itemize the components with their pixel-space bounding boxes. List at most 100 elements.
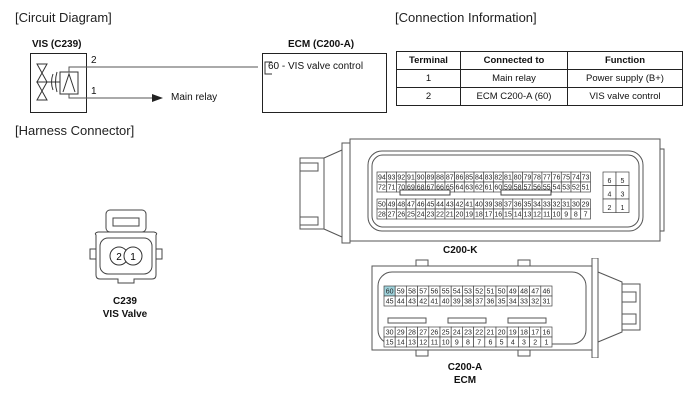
c239-pin-2-label: 2: [116, 252, 122, 263]
pin-label: 35: [523, 202, 531, 209]
pin-label: 1: [621, 205, 625, 212]
pin1-label: 1: [91, 86, 97, 97]
pin-label: 87: [446, 175, 454, 182]
pin-label: 13: [408, 340, 416, 347]
pin-label: 1: [544, 340, 548, 347]
pin-label: 3: [522, 340, 526, 347]
pin-label: 26: [397, 212, 405, 219]
pin-label: 17: [485, 212, 493, 219]
pin-label: 51: [582, 185, 590, 192]
pin-label: 5: [500, 340, 504, 347]
pin-label: 4: [511, 340, 515, 347]
pin-label: 16: [494, 212, 502, 219]
pin-label: 36: [514, 202, 522, 209]
c239-desc: VIS Valve: [102, 309, 148, 320]
pin-label: 59: [397, 289, 405, 296]
c200a-name: C200-A: [447, 362, 483, 373]
pin-label: 44: [436, 202, 444, 209]
ecm-pin-bracket: [264, 61, 272, 75]
pin-label: 66: [436, 185, 444, 192]
cell-connected-to: ECM C200-A (60): [460, 87, 568, 106]
pin-label: 57: [419, 289, 427, 296]
pin-label: 92: [397, 175, 405, 182]
pin-label: 35: [498, 299, 506, 306]
pin-label: 27: [419, 330, 427, 337]
pin-label: 8: [466, 340, 470, 347]
pin-label: 44: [397, 299, 405, 306]
pin-label: 12: [419, 340, 427, 347]
pin-label: 14: [397, 340, 405, 347]
pin-label: 32: [531, 299, 539, 306]
pin-label: 38: [494, 202, 502, 209]
pin-label: 16: [543, 330, 551, 337]
pin-label: 42: [419, 299, 427, 306]
pin-label: 7: [584, 212, 588, 219]
pin-label: 46: [417, 202, 425, 209]
c239-connector: 2 1: [89, 209, 163, 284]
pin-label: 52: [475, 289, 483, 296]
pin-label: 2: [533, 340, 537, 347]
pin-label: 82: [494, 175, 502, 182]
pin-label: 28: [378, 212, 386, 219]
pin-label: 33: [543, 202, 551, 209]
ecm-component-label: ECM (C200-A): [288, 39, 355, 50]
pin-label: 3: [621, 192, 625, 199]
pin-label: 80: [514, 175, 522, 182]
pin-label: 85: [465, 175, 473, 182]
pin-label: 47: [407, 202, 415, 209]
pin-label: 14: [514, 212, 522, 219]
pin-label: 30: [386, 330, 394, 337]
pin-label: 29: [397, 330, 405, 337]
pin-label: 2: [608, 205, 612, 212]
circuit-diagram: [30, 53, 387, 113]
pin-label: 59: [504, 185, 512, 192]
pin-label: 25: [442, 330, 450, 337]
pin-label: 72: [378, 185, 386, 192]
pin-label: 75: [562, 175, 570, 182]
pin-label: 29: [582, 202, 590, 209]
pin-label: 81: [504, 175, 512, 182]
pin-label: 45: [426, 202, 434, 209]
header-connected-to: Connected to: [460, 51, 568, 70]
pin-label: 88: [436, 175, 444, 182]
pin-label: 70: [397, 185, 405, 192]
pin-label: 6: [608, 178, 612, 185]
key-slot: [399, 189, 451, 196]
pin-label: 90: [417, 175, 425, 182]
pin-label: 94: [378, 175, 386, 182]
pin-label: 9: [564, 212, 568, 219]
pin-label: 52: [572, 185, 580, 192]
pin-label: 20: [456, 212, 464, 219]
pin-label: 15: [386, 340, 394, 347]
pin-label: 51: [487, 289, 495, 296]
pin-cell: [615, 198, 630, 213]
c200k-name: C200-K: [443, 245, 478, 256]
pin-label: 47: [531, 289, 539, 296]
pin-label: 50: [498, 289, 506, 296]
pin-label: 22: [475, 330, 483, 337]
pin-label: 37: [475, 299, 483, 306]
pin-label: 89: [426, 175, 434, 182]
pin-label: 58: [408, 289, 416, 296]
pin-label: 57: [523, 185, 531, 192]
pin-label: 37: [504, 202, 512, 209]
pin-label: 79: [523, 175, 531, 182]
arrow-icon: [152, 94, 163, 102]
pin-label: 42: [456, 202, 464, 209]
pin-label: 27: [388, 212, 396, 219]
pin-label: 10: [553, 212, 561, 219]
valve-icon: [36, 63, 60, 101]
pin-label: 93: [388, 175, 396, 182]
connection-table: Terminal Connected to Function 1 Main re…: [396, 51, 683, 106]
pin-cell: [580, 181, 591, 193]
pin-label: 46: [543, 289, 551, 296]
solenoid-icon: [59, 71, 79, 95]
pin-label: 23: [426, 212, 434, 219]
pin2-label: 2: [91, 55, 97, 66]
pin-label: 11: [431, 340, 438, 347]
pin-label: 54: [453, 289, 461, 296]
